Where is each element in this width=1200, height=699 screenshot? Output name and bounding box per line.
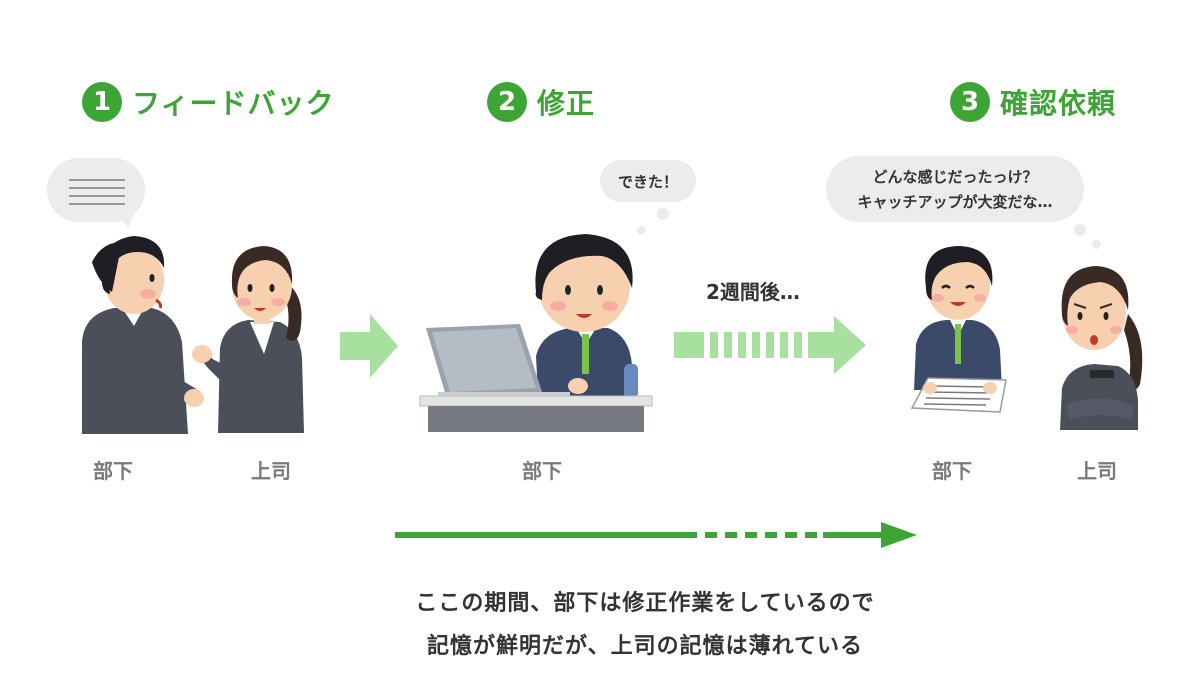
subordinate-man-illustration [82,236,204,434]
step-1-header: 1 フィードバック [82,82,334,122]
step-2-header: 2 修正 [487,82,595,122]
subordinate-document-illustration [910,246,1007,413]
thought-dot [1074,224,1086,236]
dashed-arrow-right-icon [674,316,866,374]
step-1-speech-bubble [47,158,145,222]
step-2-number: 2 [487,82,527,122]
step-2-bubble-text: できた！ [617,172,678,191]
timeline-arrow-icon [395,522,917,548]
step-1-number: 1 [82,82,122,122]
boss-woman-puzzled-illustration [1060,266,1143,430]
step-1-subordinate-label: 部下 [93,459,133,483]
step-1-bubble-tail [118,214,134,228]
step-3-speech-bubble: どんな感じだったっけ？ キャッチアップが大変だな… [826,156,1084,222]
step-2-title: 修正 [537,87,596,120]
caption-line-2: 記憶が鮮明だが、上司の記憶は薄れている [427,634,863,659]
step-1-boss-label: 上司 [251,459,291,483]
step-3-boss-label: 上司 [1077,459,1117,483]
text-lines-icon [69,179,125,205]
step-2-subordinate-label: 部下 [522,459,562,483]
step-3-number: 3 [950,82,990,122]
step-3-bubble-line-1: どんな感じだったっけ？ [872,168,1038,186]
thought-dot [1092,240,1101,249]
arrow-right-icon [340,314,398,378]
boss-woman-illustration [192,246,304,433]
step-2-speech-bubble: できた！ [600,160,696,202]
thought-dot [637,226,646,235]
elapsed-time-label: 2週間後… [706,280,800,304]
subordinate-laptop-illustration [419,234,653,432]
step-3-bubble-line-2: キャッチアップが大変だな… [857,193,1053,211]
caption-line-1: ここの期間、部下は修正作業をしているので [415,591,875,616]
step-3-title: 確認依頼 [1000,87,1117,120]
step-1-title: フィードバック [132,87,335,120]
step-3-subordinate-label: 部下 [932,459,972,483]
step-3-header: 3 確認依頼 [950,82,1116,122]
thought-dot [657,208,669,220]
